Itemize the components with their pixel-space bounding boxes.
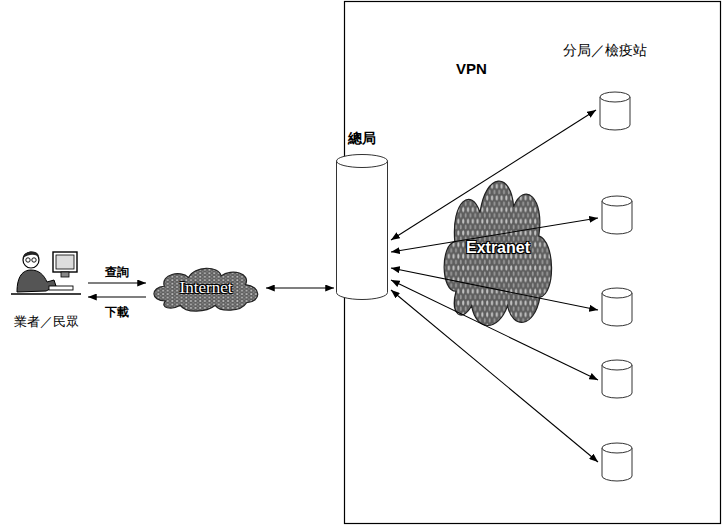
- person-hair: [23, 251, 39, 258]
- monitor: [53, 252, 77, 272]
- user-station: 業者／民眾: [6, 246, 86, 332]
- desk: [11, 293, 81, 294]
- keyboard: [49, 286, 73, 290]
- cylinder-top: [337, 155, 388, 168]
- link-label: VPN: [456, 60, 487, 77]
- node-label: Extranet: [466, 238, 530, 257]
- headquarters-database: 總局: [336, 128, 388, 300]
- vpn-link: [391, 110, 596, 240]
- branch-database: [600, 92, 630, 130]
- user-icon: [9, 246, 83, 300]
- node-label: 業者／民眾: [14, 314, 79, 330]
- flow-arrow: [88, 282, 146, 283]
- arrow-label: 查詢: [105, 265, 129, 279]
- node-label: Internet: [180, 278, 233, 298]
- arrow-label: 下載: [105, 305, 129, 319]
- cloud-path: [444, 181, 551, 325]
- database-cylinder: [336, 154, 388, 300]
- branch-link: [391, 218, 598, 252]
- branch-database: [602, 443, 632, 481]
- flow-arrow: [88, 296, 146, 297]
- branch-link: [391, 280, 598, 380]
- flow-arrow: [266, 287, 334, 288]
- glasses: [32, 258, 36, 262]
- monitor-stand: [61, 272, 69, 277]
- branch-database: [602, 196, 632, 234]
- branch-database: [602, 360, 632, 398]
- glasses: [26, 258, 30, 262]
- internet-cloud: Internet: [148, 262, 264, 314]
- group-heading: 分局／檢疫站: [563, 42, 647, 60]
- cloud-path: [154, 268, 258, 311]
- extranet-cloud: Extranet: [438, 160, 558, 335]
- agency-boundary: [345, 2, 721, 524]
- person-head: [23, 252, 39, 268]
- branch-database: [602, 288, 632, 326]
- branch-link: [391, 290, 598, 462]
- node-heading: 總局: [348, 130, 376, 147]
- screen: [56, 255, 74, 269]
- cylinder-body: [337, 161, 388, 300]
- branch-link: [391, 268, 598, 310]
